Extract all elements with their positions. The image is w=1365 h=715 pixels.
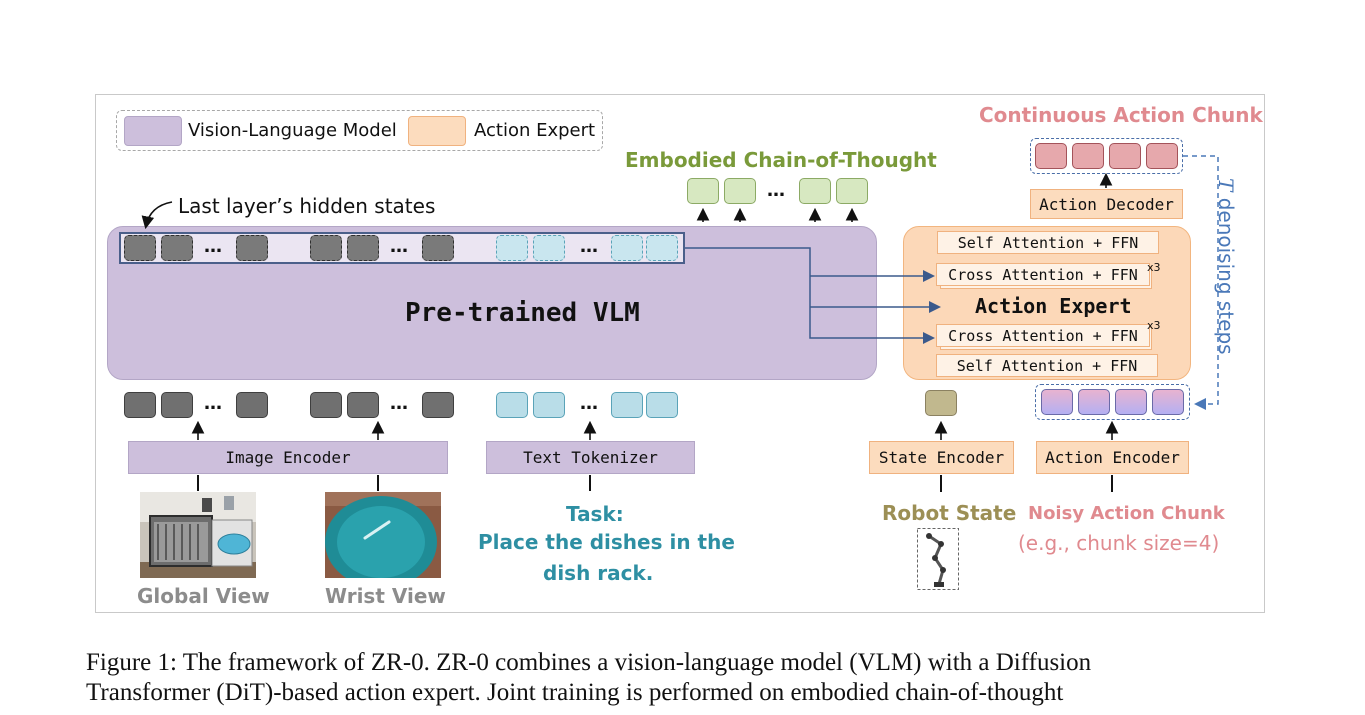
figure-caption: Figure 1: The framework of ZR-0. ZR-0 co… <box>86 648 1286 708</box>
hidden-wrist-token <box>422 235 454 261</box>
continuous-action-token <box>1072 143 1104 169</box>
x3-marker: x3 <box>1147 261 1161 274</box>
text-token <box>646 392 678 418</box>
cross-attention-layer-bottom: Cross Attention + FFN <box>936 324 1150 347</box>
hidden-states-pointer <box>141 201 173 230</box>
legend-ae-label: Action Expert <box>474 120 596 141</box>
kv-connector <box>685 247 935 344</box>
task-label: Task: <box>566 502 624 526</box>
hidden-states-label: Last layer’s hidden states <box>178 194 436 218</box>
hidden-states-strip <box>119 232 685 264</box>
legend-vlm-swatch <box>124 116 182 146</box>
cross-attention-layer-top: Cross Attention + FFN <box>936 263 1150 286</box>
continuous-chunk-label: Continuous Action Chunk <box>979 103 1263 127</box>
text-token <box>611 392 643 418</box>
noisy-action-token <box>1115 389 1147 415</box>
state-encoder: State Encoder <box>869 441 1014 474</box>
self-attention-layer-top: Self Attention + FFN <box>937 231 1159 254</box>
cot-token <box>799 178 831 204</box>
task-text-line: dish rack. <box>543 561 654 585</box>
legend-vlm-label: Vision-Language Model <box>188 120 397 141</box>
noisy-action-token <box>1078 389 1110 415</box>
self-attention-layer-bottom: Self Attention + FFN <box>936 354 1158 377</box>
continuous-action-token <box>1035 143 1067 169</box>
text-ellipsis: … <box>580 393 598 414</box>
text-token <box>533 392 565 418</box>
wrist-view-photo <box>325 492 441 578</box>
image-ellipsis: … <box>204 393 222 414</box>
text-token <box>496 392 528 418</box>
wrist-token <box>310 392 342 418</box>
global-view-label: Global View <box>137 584 270 608</box>
pretrained-vlm-title: Pre-trained VLM <box>405 298 640 328</box>
figure-frame <box>95 94 1265 613</box>
legend-ae-swatch <box>408 116 466 146</box>
action-encoder: Action Encoder <box>1036 441 1189 474</box>
noisy-action-token <box>1041 389 1073 415</box>
text-tokenizer: Text Tokenizer <box>486 441 695 474</box>
wrist-view-label: Wrist View <box>325 584 446 608</box>
denoising-loop <box>1183 155 1219 410</box>
chunk-size-label: (e.g., chunk size=4) <box>1018 531 1220 555</box>
hidden-ellipsis: … <box>390 236 408 257</box>
hidden-ellipsis: … <box>580 236 598 257</box>
image-token <box>161 392 193 418</box>
noisy-chunk-group <box>1035 384 1190 420</box>
action-expert-title: Action Expert <box>975 294 1132 318</box>
global-view-photo <box>140 492 256 578</box>
hidden-image-token <box>161 235 193 261</box>
noisy-action-token <box>1152 389 1184 415</box>
image-encoder: Image Encoder <box>128 441 448 474</box>
hidden-text-token <box>533 235 565 261</box>
action-decoder: Action Decoder <box>1030 189 1183 219</box>
task-text-line: Place the dishes in the <box>478 530 735 554</box>
image-token <box>124 392 156 418</box>
x3-marker: x3 <box>1147 319 1161 332</box>
hidden-ellipsis: … <box>204 236 222 257</box>
hidden-text-token <box>496 235 528 261</box>
hidden-wrist-token <box>347 235 379 261</box>
embodied-cot-label: Embodied Chain-of-Thought <box>625 148 937 172</box>
cot-ellipsis: … <box>767 180 785 201</box>
hidden-wrist-token <box>310 235 342 261</box>
wrist-ellipsis: … <box>390 393 408 414</box>
cot-token <box>687 178 719 204</box>
legend <box>116 110 603 151</box>
continuous-action-token <box>1109 143 1141 169</box>
hidden-image-token <box>236 235 268 261</box>
state-token <box>925 390 957 416</box>
hidden-image-token <box>124 235 156 261</box>
continuous-action-token <box>1146 143 1178 169</box>
robot-arm-image <box>917 528 959 590</box>
image-token <box>236 392 268 418</box>
cot-token <box>836 178 868 204</box>
robot-state-label: Robot State <box>882 501 1017 525</box>
noisy-chunk-label: Noisy Action Chunk <box>1028 503 1225 524</box>
caption-line: Figure 1: The framework of ZR-0. ZR-0 co… <box>86 649 1092 676</box>
hidden-text-token <box>611 235 643 261</box>
wrist-token <box>422 392 454 418</box>
caption-line: Transformer (DiT)-based action expert. J… <box>86 679 1064 706</box>
cot-token <box>724 178 756 204</box>
hidden-text-token <box>646 235 678 261</box>
wrist-token <box>347 392 379 418</box>
